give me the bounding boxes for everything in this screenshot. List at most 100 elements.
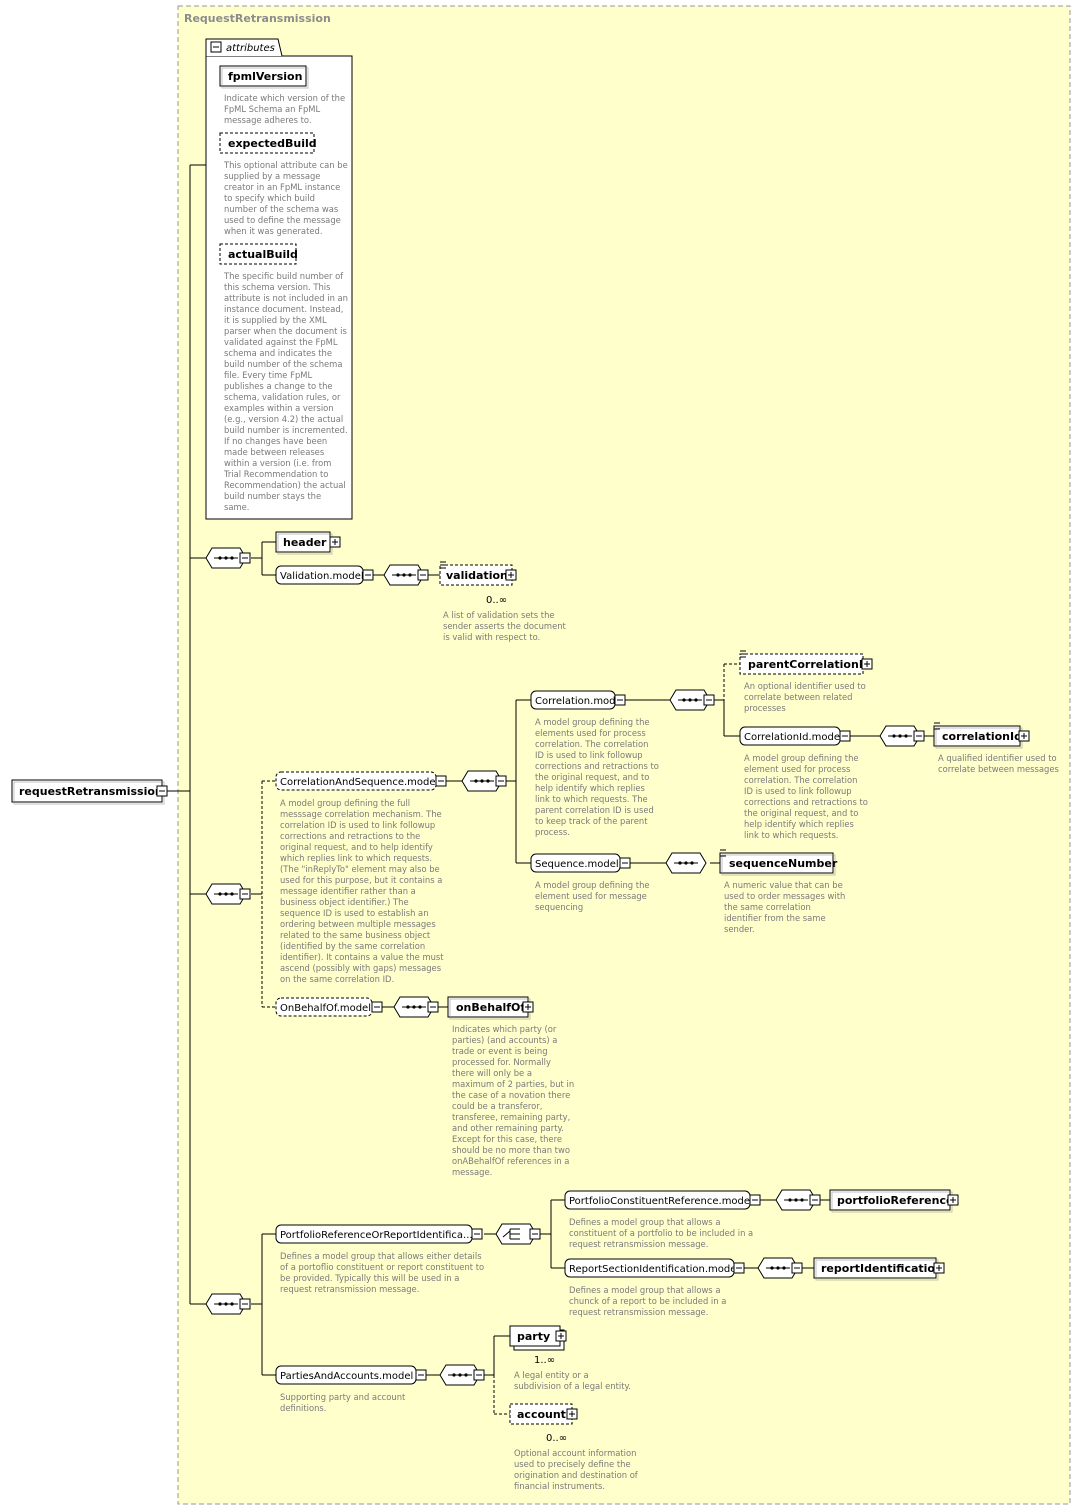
- root-element[interactable]: requestRetransmission: [11, 779, 165, 805]
- sequence-compositor[interactable]: [205, 883, 251, 905]
- doc-line: within a version (i.e. from: [224, 458, 331, 468]
- choice-compositor[interactable]: [495, 1223, 541, 1245]
- sequence-compositor[interactable]: [665, 852, 707, 874]
- doc-line: correlation. The correlation: [744, 775, 857, 785]
- sequence-compositor[interactable]: [439, 1364, 485, 1386]
- doc-line: sequence ID is used to establish an: [280, 908, 429, 918]
- doc-line: corrections and retractions to: [535, 761, 659, 771]
- sequence-compositor[interactable]: [757, 1257, 803, 1279]
- doc-line: build number is incremented.: [224, 425, 348, 435]
- element-party[interactable]: party: [509, 1325, 567, 1351]
- doc-line: transferee, remaining party,: [452, 1112, 570, 1122]
- doc-line: Trial Recommendation to: [223, 469, 328, 479]
- doc-line: onABehalfOf references in a: [452, 1156, 569, 1166]
- doc-line: processes: [744, 703, 786, 713]
- doc-line: sequencing: [535, 902, 583, 912]
- doc-line: help identify which replies: [744, 819, 854, 829]
- doc-line: Except for this case, there: [452, 1134, 562, 1144]
- doc-line: correlation ID is used to link followup: [280, 820, 435, 830]
- element-header[interactable]: header: [275, 531, 341, 555]
- svg-text:Sequence.model: Sequence.model: [535, 859, 619, 870]
- doc-line: parser when the document is: [224, 326, 347, 336]
- element-account[interactable]: account: [509, 1403, 578, 1425]
- doc-line: which replies link to which requests.: [280, 853, 432, 863]
- element-validation[interactable]: validation: [439, 561, 517, 586]
- occurrence: 0..∞: [546, 1433, 567, 1444]
- sequence-compositor[interactable]: [775, 1189, 821, 1211]
- doc-line: ordering between multiple messages: [280, 919, 436, 929]
- doc-line: attribute is not included in an: [224, 293, 348, 303]
- svg-text:onBehalfOf: onBehalfOf: [456, 1001, 525, 1014]
- group-correlation-and-sequence-model[interactable]: CorrelationAndSequence.model: [275, 771, 447, 791]
- group-validation-model[interactable]: Validation.model: [275, 565, 374, 585]
- doc-line: the case of a novation there: [452, 1090, 570, 1100]
- doc-line: to specify which build: [224, 193, 315, 203]
- sequence-compositor[interactable]: [879, 725, 925, 747]
- svg-text:PortfolioConstituentReference.: PortfolioConstituentReference.model: [569, 1196, 753, 1207]
- doc-line: made between releases: [224, 447, 324, 457]
- sequence-compositor[interactable]: [393, 996, 439, 1018]
- attribute-expectedbuild[interactable]: expectedBuild: [219, 132, 317, 154]
- group-report-section-identification-model[interactable]: ReportSectionIdentification.model: [564, 1258, 745, 1278]
- doc-line: related to the same business object: [280, 930, 431, 940]
- svg-text:reportIdentification: reportIdentification: [821, 1262, 943, 1275]
- svg-text:CorrelationAndSequence.model: CorrelationAndSequence.model: [280, 777, 438, 788]
- doc-line: If no changes have been: [224, 436, 327, 446]
- doc-line: financial instruments.: [514, 1481, 605, 1491]
- doc-line: request retransmission message.: [280, 1284, 419, 1294]
- doc-line: and other remaining party.: [452, 1123, 564, 1133]
- doc-line: examples within a version: [224, 403, 334, 413]
- group-correlation-model[interactable]: Correlation.model: [530, 690, 626, 710]
- doc-line: This optional attribute can be: [223, 160, 348, 170]
- doc-line: publishes a change to the: [224, 381, 333, 391]
- doc-line: ID is used to link followup: [744, 786, 852, 796]
- doc-line: be provided. Typically this will be used…: [280, 1273, 459, 1283]
- doc-line: message.: [452, 1167, 492, 1177]
- sequence-compositor[interactable]: [205, 547, 251, 569]
- attribute-fpmlversion[interactable]: fpmlVersion: [219, 65, 309, 89]
- element-sequence-number[interactable]: sequenceNumber: [719, 849, 838, 876]
- doc-line: used to order messages with: [724, 891, 845, 901]
- svg-text:validation: validation: [446, 569, 508, 582]
- doc-line: origination and destination of: [514, 1470, 639, 1480]
- doc-line: sender asserts the document: [443, 621, 567, 631]
- doc-line: Optional account information: [514, 1448, 636, 1458]
- doc-line: chunck of a report to be included in a: [569, 1296, 726, 1306]
- element-parent-correlation-id[interactable]: parentCorrelationId: [739, 650, 873, 675]
- attributes-title: attributes: [226, 43, 275, 54]
- sequence-compositor[interactable]: [461, 770, 507, 792]
- doc-line: validated against the FpML: [224, 337, 338, 347]
- doc-line: A model group defining the: [535, 717, 650, 727]
- group-onbehalfof-model[interactable]: OnBehalfOf.model: [275, 997, 383, 1017]
- element-report-identification[interactable]: reportIdentification: [813, 1257, 945, 1281]
- sequence-compositor[interactable]: [383, 564, 429, 586]
- doc-line: messsage correlation mechanism. The: [280, 809, 442, 819]
- svg-text:OnBehalfOf.model: OnBehalfOf.model: [280, 1003, 371, 1014]
- doc-line: of a portoflio constituent or report con…: [280, 1262, 484, 1272]
- sequence-compositor[interactable]: [669, 689, 715, 711]
- svg-text:PartiesAndAccounts.model: PartiesAndAccounts.model: [280, 1371, 413, 1382]
- doc-line: (e.g., version 4.2) the actual: [224, 414, 343, 424]
- element-portfolio-reference[interactable]: portfolioReference: [829, 1189, 959, 1213]
- doc-line: the same correlation: [724, 902, 811, 912]
- sequence-compositor[interactable]: [205, 1293, 251, 1315]
- doc-line: element used for message: [535, 891, 647, 901]
- group-correlation-id-model[interactable]: CorrelationId.model: [739, 726, 851, 746]
- group-parties-and-accounts-model[interactable]: PartiesAndAccounts.model: [275, 1365, 427, 1385]
- element-correlation-id[interactable]: correlationId: [933, 722, 1030, 749]
- doc-line: Recommendation) the actual: [224, 480, 346, 490]
- element-onbehalfof[interactable]: onBehalfOf: [447, 996, 534, 1020]
- attribute-actualbuild[interactable]: actualBuild: [219, 243, 298, 265]
- doc-line: link to which requests. The: [535, 794, 648, 804]
- group-portfolio-constituent-reference-model[interactable]: PortfolioConstituentReference.model: [564, 1190, 761, 1210]
- group-sequence-model[interactable]: Sequence.model: [530, 853, 631, 873]
- occurrence: 0..∞: [486, 595, 507, 606]
- group-portfolio-or-report[interactable]: PortfolioReferenceOrReportIdentifica...: [275, 1224, 483, 1244]
- doc-line: build number of the schema: [224, 359, 342, 369]
